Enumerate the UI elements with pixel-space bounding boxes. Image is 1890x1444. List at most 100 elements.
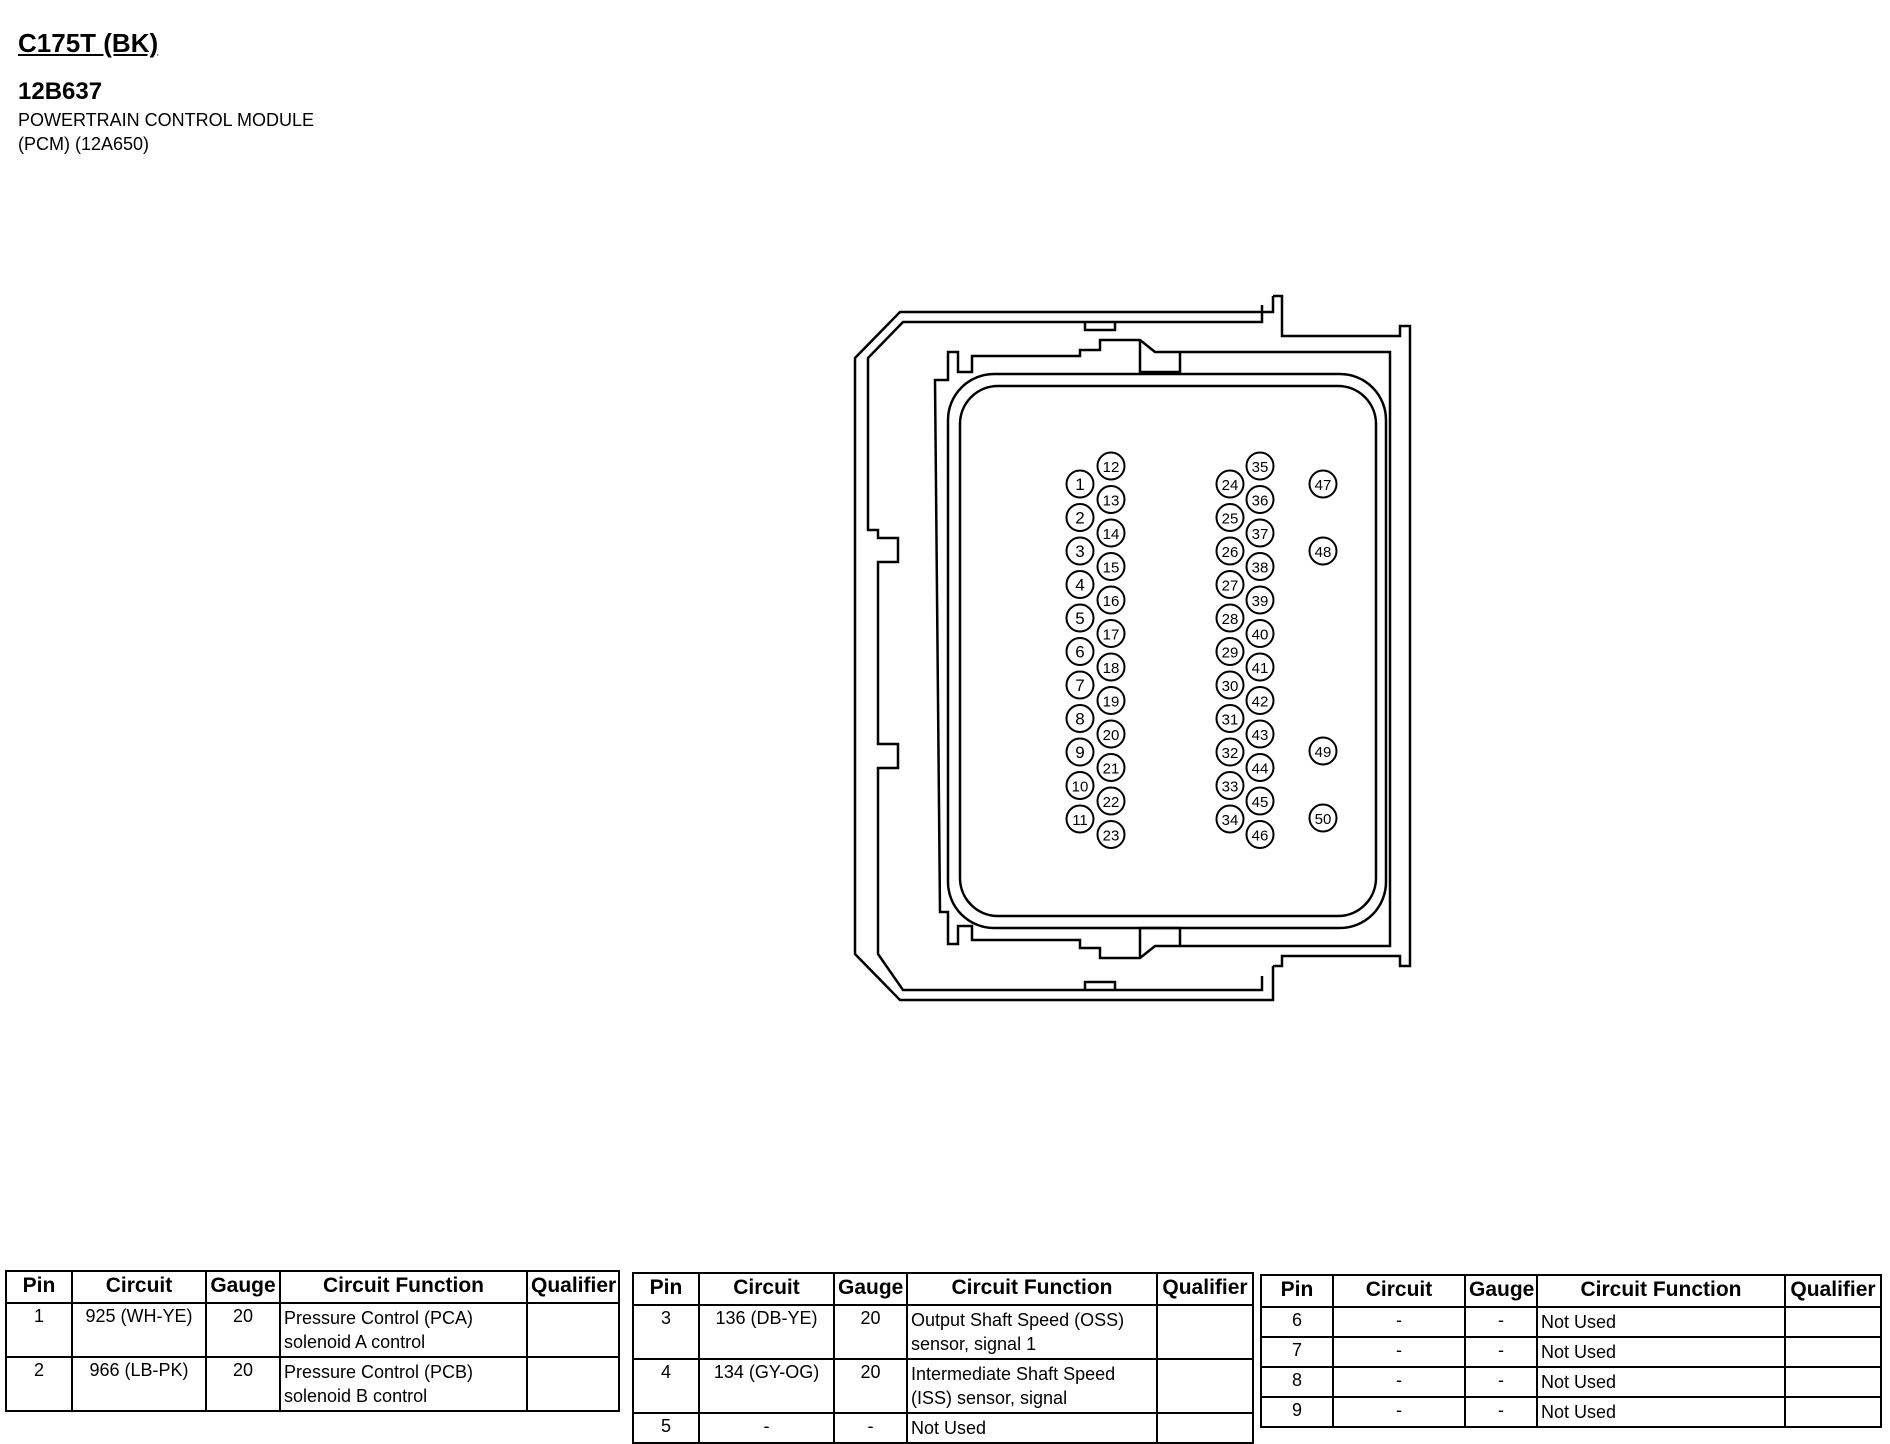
pin-circle xyxy=(1065,570,1095,599)
pin-cavity-5: 5 xyxy=(1065,603,1095,633)
header-pin: Pin xyxy=(1260,1274,1334,1308)
pin-cavity-2: 2 xyxy=(1065,503,1095,532)
pin-circle xyxy=(1308,803,1338,833)
table-row: 7 - - Not Used xyxy=(1260,1336,1882,1368)
pin-label: 44 xyxy=(1252,761,1269,778)
pin-cavity-48: 48 xyxy=(1308,536,1338,566)
pin-cavity-39: 39 xyxy=(1245,585,1275,615)
pin-label: 4 xyxy=(1075,576,1084,595)
function-cell: Output Shaft Speed (OSS)sensor, signal 1 xyxy=(906,1304,1158,1360)
pin-cavity-49: 49 xyxy=(1308,736,1338,766)
pin-circle xyxy=(1245,518,1275,548)
pin-cavity-12: 12 xyxy=(1096,451,1126,481)
pin-label: 21 xyxy=(1103,761,1120,778)
pin-circle xyxy=(1096,719,1126,749)
pin-label: 16 xyxy=(1103,593,1120,610)
pin-circle xyxy=(1096,652,1126,682)
pin-label: 42 xyxy=(1252,694,1269,711)
table-header-row: Pin Circuit Gauge Circuit Function Quali… xyxy=(632,1272,1254,1306)
circuit-cell: - xyxy=(698,1412,835,1444)
pin-circle xyxy=(1096,485,1126,514)
pin-label: 40 xyxy=(1252,627,1269,644)
pin-cavity-43: 43 xyxy=(1245,719,1275,749)
pin-circle xyxy=(1215,804,1245,834)
pin-cavity-37: 37 xyxy=(1245,518,1275,548)
pin-label: 45 xyxy=(1252,794,1269,811)
pin-circle xyxy=(1096,820,1126,849)
pin-cavity-6: 6 xyxy=(1065,637,1095,666)
pin-cavity-25: 25 xyxy=(1215,503,1245,532)
pin-circle xyxy=(1245,786,1275,816)
header-circuit: Circuit xyxy=(71,1270,207,1304)
connector-face-inner xyxy=(946,372,1388,930)
table-row: 3 136 (DB-YE) 20 Output Shaft Speed (OSS… xyxy=(632,1304,1254,1360)
pin-cavity-10: 10 xyxy=(1065,771,1095,800)
header-qualifier: Qualifier xyxy=(526,1270,620,1304)
pin-cell: 1 xyxy=(5,1302,73,1358)
pin-label: 8 xyxy=(1075,710,1084,729)
connector-housing xyxy=(853,294,1412,1002)
table-row: 5 - - Not Used xyxy=(632,1412,1254,1444)
qualifier-cell xyxy=(1156,1304,1254,1360)
pin-cavity-28: 28 xyxy=(1215,603,1245,633)
header-gauge: Gauge xyxy=(205,1270,281,1304)
pin-cavity-29: 29 xyxy=(1215,637,1245,666)
pin-label: 33 xyxy=(1222,779,1239,796)
pin-label: 6 xyxy=(1075,643,1084,662)
pin-cavity-50: 50 xyxy=(1308,803,1338,833)
table-header-row: Pin Circuit Gauge Circuit Function Quali… xyxy=(5,1270,620,1304)
pinout-table-2: Pin Circuit Gauge Circuit Function Quali… xyxy=(632,1272,1254,1444)
housing-inner-shell xyxy=(866,305,1264,992)
header-gauge: Gauge xyxy=(1464,1274,1538,1308)
pinout-table-1: Pin Circuit Gauge Circuit Function Quali… xyxy=(5,1270,620,1412)
pin-label: 13 xyxy=(1103,493,1120,510)
pin-cavity-19: 19 xyxy=(1096,686,1126,715)
header-gauge: Gauge xyxy=(833,1272,908,1306)
gauge-cell: - xyxy=(1464,1306,1538,1338)
pin-cavity-17: 17 xyxy=(1096,619,1126,648)
pin-cavity-15: 15 xyxy=(1096,552,1126,581)
pin-circle xyxy=(1245,652,1275,682)
housing-outer-outline xyxy=(853,296,1275,1002)
pin-circle xyxy=(1308,469,1338,499)
table-row: 6 - - Not Used xyxy=(1260,1306,1882,1338)
pin-label: 30 xyxy=(1222,678,1239,695)
module-description-line1: POWERTRAIN CONTROL MODULE xyxy=(18,110,315,130)
pin-cavity-7: 7 xyxy=(1065,670,1095,700)
qualifier-cell xyxy=(526,1302,620,1358)
function-cell: Not Used xyxy=(906,1412,1158,1444)
function-cell: Not Used xyxy=(1536,1396,1786,1428)
circuit-cell: 136 (DB-YE) xyxy=(698,1304,835,1360)
pin-cavity-3: 3 xyxy=(1065,536,1095,566)
pin-cavity-13: 13 xyxy=(1096,485,1126,514)
pin-label: 5 xyxy=(1075,609,1084,628)
pin-label: 12 xyxy=(1103,459,1120,476)
header-circuit: Circuit xyxy=(698,1272,835,1306)
pin-circle xyxy=(1065,670,1095,700)
function-line: Pressure Control (PCA) xyxy=(284,1308,474,1328)
pin-label: 34 xyxy=(1222,812,1239,829)
header-function: Circuit Function xyxy=(906,1272,1158,1306)
table-row: 1 925 (WH-YE) 20 Pressure Control (PCA)s… xyxy=(5,1302,620,1358)
pin-circle xyxy=(1215,704,1245,733)
pin-cavity-21: 21 xyxy=(1096,753,1126,782)
circuit-cell: 966 (LB-PK) xyxy=(71,1356,207,1412)
gauge-cell: - xyxy=(833,1412,908,1444)
pin-circle xyxy=(1096,686,1126,715)
housing-latch-top xyxy=(1083,322,1117,332)
pin-circle xyxy=(1215,570,1245,599)
pin-cavity-47: 47 xyxy=(1308,469,1338,499)
function-cell: Not Used xyxy=(1536,1366,1786,1398)
pin-cell: 9 xyxy=(1260,1396,1334,1428)
pin-cavity-9: 9 xyxy=(1065,737,1095,767)
gauge-cell: 20 xyxy=(205,1356,281,1412)
pin-label: 15 xyxy=(1103,560,1120,577)
pin-label: 38 xyxy=(1252,560,1269,577)
pin-label: 49 xyxy=(1315,744,1332,761)
function-line: sensor, signal 1 xyxy=(911,1334,1037,1354)
table-header-row: Pin Circuit Gauge Circuit Function Quali… xyxy=(1260,1274,1882,1308)
pin-cell: 2 xyxy=(5,1356,73,1412)
function-cell: Pressure Control (PCA)solenoid A control xyxy=(279,1302,528,1358)
housing-outer-right xyxy=(1273,294,1412,968)
